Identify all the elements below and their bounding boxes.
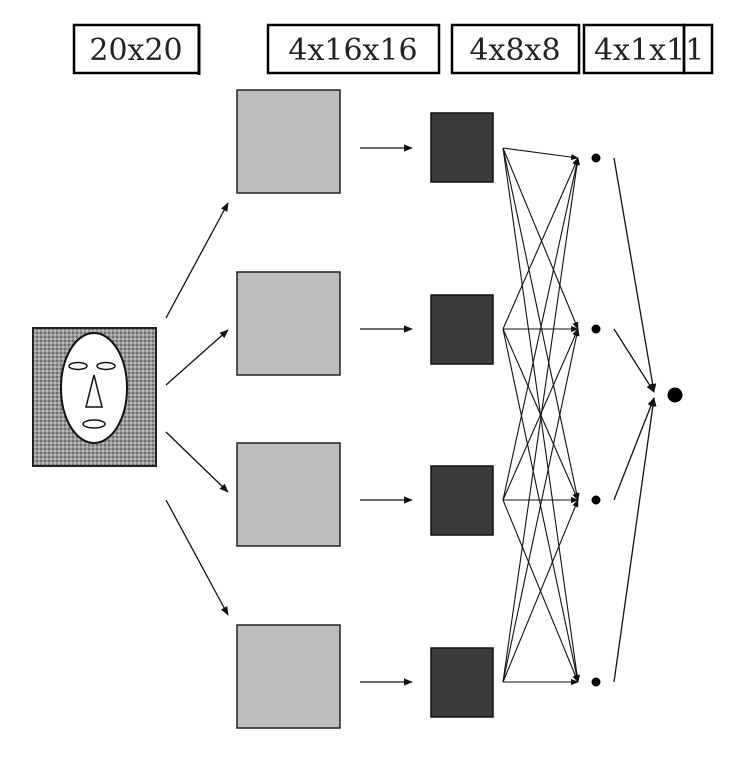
connection [502,157,580,501]
connection [502,147,579,161]
conv-map [236,442,341,547]
label-text: 4x16x16 [288,33,417,68]
label-text: 20x20 [89,33,182,68]
connection [502,328,580,683]
connection [613,328,655,393]
connection [502,147,579,330]
conv-map [236,624,341,729]
subsample-map [430,112,494,183]
label-hidden-size: 4x1x11 [582,23,714,75]
subsample-map [430,294,494,365]
label-text: 4x8x8 [469,33,560,68]
conv-feature-maps [236,89,341,729]
input-to-conv-arrows [165,202,229,616]
label-text: 4x1x11 [594,33,704,68]
hidden-to-output-connections [613,157,657,683]
arrow [165,329,229,386]
label-conv-size: 4x16x16 [266,23,441,75]
connection [502,328,579,501]
input-face-image [32,327,157,467]
nose-icon [85,374,103,408]
label-input-size: 20x20 [72,23,201,75]
subsample-map [430,465,494,536]
connection [502,147,580,501]
connection [502,157,581,683]
hidden-unit [591,153,601,163]
conv-map [236,271,341,376]
conv-map [236,89,341,194]
arrow [165,499,229,616]
output-unit [667,387,683,403]
subsample-feature-maps [430,112,494,718]
subsample-map [430,647,494,718]
hidden-unit [591,495,601,505]
hidden-unit [591,677,601,687]
hidden-units [591,153,601,687]
mouth-icon [82,419,106,429]
hidden-unit [591,324,601,334]
layer-labels: 20x20 4x16x16 4x8x8 4x1x11 [72,23,714,75]
connection [502,157,579,330]
conv-to-subsample-arrows [360,144,413,686]
right-eye-icon [96,361,116,371]
arrow [165,431,229,493]
left-eye-icon [68,361,88,371]
connection [613,157,657,393]
connection [613,397,655,501]
connection [613,397,657,683]
label-subsample-size: 4x8x8 [450,23,581,75]
subsample-to-hidden-connections [502,147,581,686]
arrow [165,202,229,319]
connection [502,499,579,683]
